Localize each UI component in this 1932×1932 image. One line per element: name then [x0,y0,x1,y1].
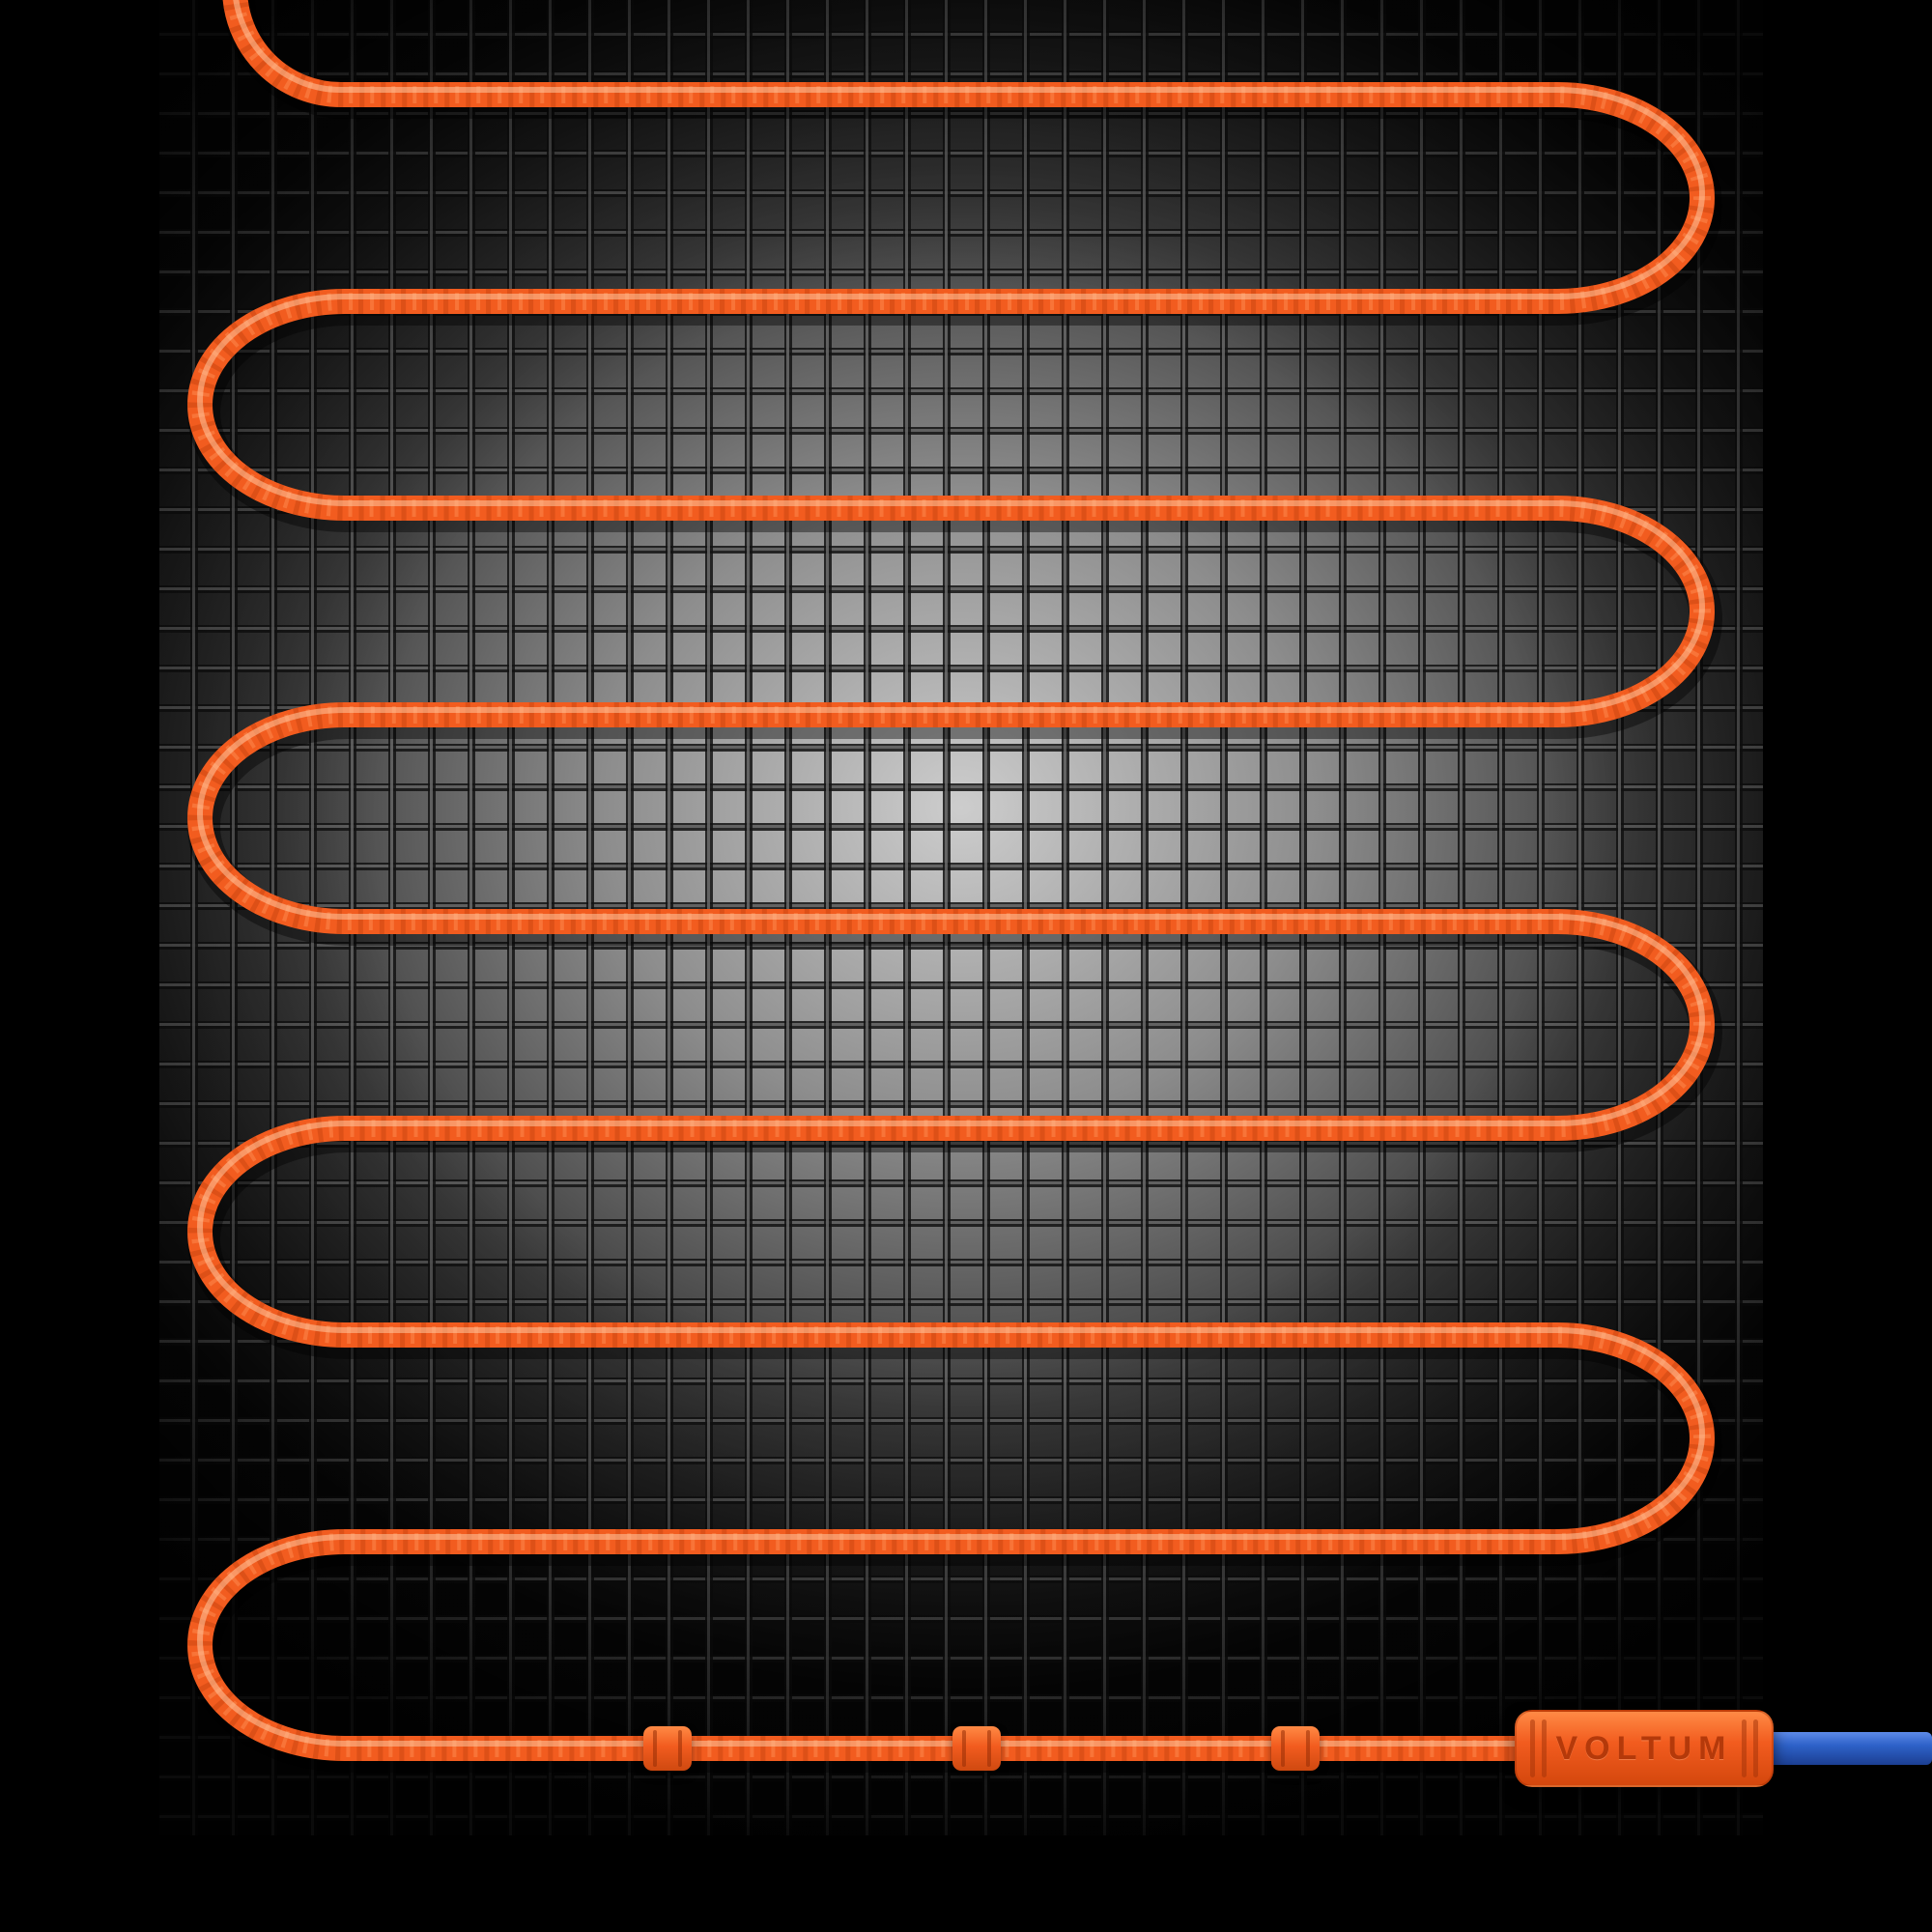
heating-cable-sheen [197,0,1705,1747]
connector-ridge [1542,1719,1547,1777]
heating-cable-core [187,0,1715,1761]
connector-ridge [1753,1719,1758,1777]
heating-cable-braid-highlight [191,0,1711,1757]
cable-clip [1271,1726,1320,1771]
cable-connector: VOLTUM [1515,1710,1774,1787]
connector-ridge [1530,1719,1535,1777]
heating-cable-braid-texture [187,0,1715,1761]
connector-ridge [1742,1719,1747,1777]
heating-cable-shadow [187,0,1722,1773]
brand-label: VOLTUM [1555,1729,1733,1767]
cable-clip [952,1726,1001,1771]
cable-clip [643,1726,692,1771]
